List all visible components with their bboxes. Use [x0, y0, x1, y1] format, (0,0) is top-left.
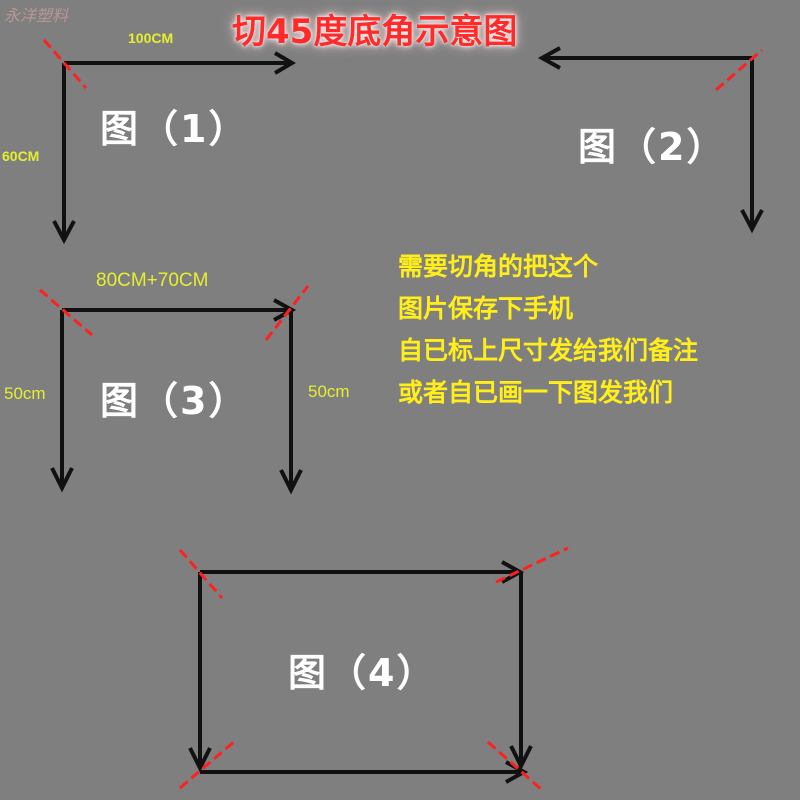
figure-4-arrows [188, 560, 533, 784]
figure-3-cut-line-left [39, 288, 93, 337]
figure-2-top-arrowhead [537, 46, 561, 70]
figure-3-left-dimension: 50cm [4, 384, 46, 403]
instruction-line-4: 或者自已画一下图发我们 [398, 378, 674, 407]
figure-3-right-arrowhead [279, 469, 303, 495]
figure-1-side-arrowhead [52, 220, 76, 245]
instruction-line-2: 图片保存下手机 [398, 294, 574, 323]
figure-1-label: 图（1） [100, 107, 249, 151]
figure-4-left-arrowhead [188, 747, 212, 773]
figure-3-top-dimension: 80CM+70CM [96, 270, 209, 291]
figure-3-arrows [50, 298, 303, 495]
figure-3-cut-line-right [264, 285, 310, 341]
watermark: 永洋塑料 [4, 6, 69, 25]
page-title: 切45度底角示意图 [232, 12, 518, 52]
figure-4-cut-line-bottom-right [487, 740, 543, 792]
instruction-line-1: 需要切角的把这个 [398, 252, 599, 281]
figure-1-cut-line [42, 39, 88, 89]
figure-4-label: 图（4） [288, 651, 437, 695]
figure-3-right-dimension: 50cm [308, 382, 350, 401]
instruction-line-3: 自已标上尺寸发给我们备注 [398, 336, 699, 365]
figure-3-left-arrowhead [50, 467, 74, 493]
instruction-text: 需要切角的把这个 图片保存下手机 自已标上尺寸发给我们备注 或者自已画一下图发我… [398, 246, 798, 414]
figure-1-top-dimension: 100CM [128, 30, 174, 46]
figure-3-label: 图（3） [100, 379, 249, 423]
figure-1-arrows [52, 51, 296, 245]
figure-1-side-dimension: 60CM [2, 148, 40, 164]
figure-2-side-arrowhead [740, 209, 764, 234]
figure-4-cut-line-top-right [495, 546, 569, 584]
figure-4-cut-line-bottom-left [179, 738, 237, 790]
figure-1-top-arrowhead [273, 51, 296, 75]
figure-2-label: 图（2） [578, 125, 727, 169]
figure-2-arrows [537, 46, 764, 234]
figure-4-cut-line-top-left [178, 549, 224, 599]
figure-4-right-arrowhead [509, 745, 533, 771]
figure-2-cut-line [715, 48, 763, 92]
